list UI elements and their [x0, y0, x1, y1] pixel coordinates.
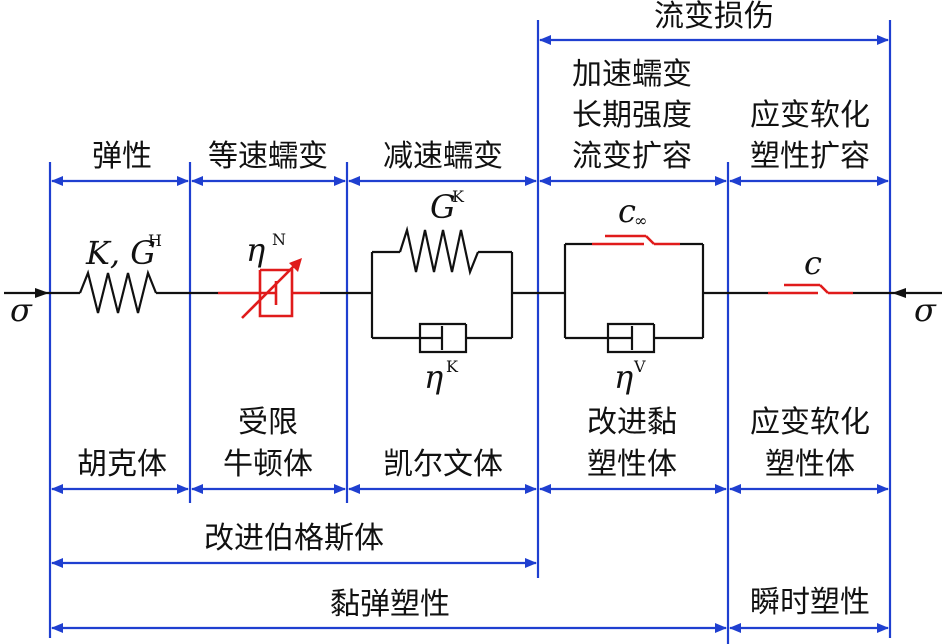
- body-visco-line1: 改进黏: [587, 405, 677, 440]
- etaK-label: η: [424, 358, 443, 396]
- GK-label: G: [430, 188, 456, 226]
- stage-constant-creep-label: 等速蠕变: [208, 139, 328, 174]
- etaN-label: η: [246, 231, 265, 269]
- divider-lines: [48, 20, 892, 644]
- etaK-sup: K: [446, 357, 459, 376]
- kelvin-dashpot-icon: [418, 322, 468, 354]
- c-label: c: [804, 244, 822, 282]
- limited-newton-dashpot-icon: [218, 258, 320, 319]
- spring-hooke-label: K, G: [85, 234, 156, 272]
- body-newton-line1: 受限: [238, 405, 298, 440]
- body-soft-line2: 塑性体: [765, 447, 855, 482]
- stage-soft-line2: 塑性扩容: [750, 139, 870, 174]
- etaV-label: η: [614, 358, 633, 396]
- cinf-label: c: [618, 192, 636, 230]
- stage-accel-line1: 加速蠕变: [572, 57, 692, 92]
- body-soft-line1: 应变软化: [750, 405, 870, 440]
- etaN-sup: N: [272, 230, 286, 249]
- sigma-left-label: σ: [10, 291, 33, 329]
- stage-decel-creep-label: 减速蠕变: [383, 139, 503, 174]
- GK-sup: K: [452, 187, 465, 206]
- stage-soft-line1: 应变软化: [750, 98, 870, 133]
- cinf-sub: ∞: [634, 211, 647, 230]
- body-kelvin-label: 凯尔文体: [383, 447, 503, 482]
- viscoelastoplastic-label: 黏弹塑性: [330, 587, 450, 622]
- spring-hooke-icon: [78, 269, 158, 314]
- instant-plastic-label: 瞬时塑性: [750, 585, 870, 620]
- etaV-sup: V: [633, 357, 646, 376]
- stage-elastic-label: 弹性: [92, 139, 152, 174]
- slider-cinf-icon: [592, 234, 680, 246]
- kelvin-body-icon: [370, 225, 514, 354]
- kelvin-spring-icon: [398, 225, 480, 276]
- slider-c-icon: [768, 283, 893, 295]
- body-hooke-label: 胡克体: [77, 447, 167, 482]
- spring-hooke-sup: H: [148, 231, 162, 250]
- body-visco-line2: 塑性体: [587, 447, 677, 482]
- body-newton-line2: 牛顿体: [223, 447, 313, 482]
- sigma-right-label: σ: [914, 291, 937, 329]
- main-chain: [4, 269, 942, 314]
- visco-dashpot-icon: [606, 322, 656, 354]
- visco-plastic-body-icon: [563, 234, 705, 354]
- stage-accel-line3: 流变扩容: [572, 139, 692, 174]
- burgers-label: 改进伯格斯体: [204, 521, 384, 556]
- stage-accel-line2: 长期强度: [572, 98, 692, 133]
- top-span-label: 流变损伤: [654, 0, 774, 34]
